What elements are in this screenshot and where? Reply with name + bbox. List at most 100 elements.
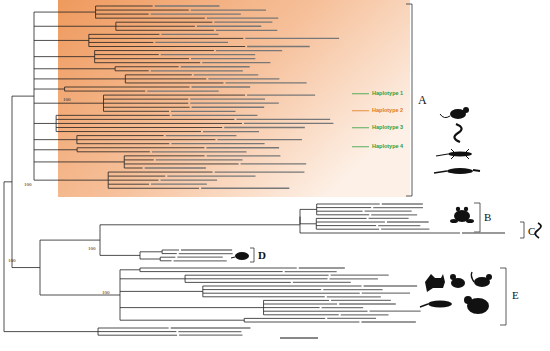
branch [369, 218, 409, 219]
branch [95, 54, 159, 55]
support-value: 100 [88, 246, 96, 251]
haplotype-label: Haplotype 1 [372, 91, 403, 97]
branch [197, 26, 261, 27]
branch [352, 146, 369, 147]
branch [373, 207, 423, 208]
branch [89, 42, 153, 43]
branch [327, 318, 376, 319]
branch [171, 111, 235, 112]
branch [352, 127, 369, 128]
branch [104, 107, 190, 108]
branch [108, 184, 149, 185]
host-silhouettes [231, 107, 541, 314]
branch [247, 46, 310, 47]
branch [115, 66, 179, 67]
branch [96, 6, 153, 7]
branch [299, 267, 345, 268]
branch [89, 34, 160, 35]
branch [216, 50, 282, 51]
branch [171, 143, 264, 144]
branch [56, 123, 242, 124]
branch [364, 285, 418, 286]
branch [34, 89, 65, 90]
branch [341, 314, 389, 315]
branch [317, 204, 380, 205]
branch [120, 320, 244, 321]
branch [124, 159, 154, 160]
support-value: 100 [102, 290, 110, 295]
branch [40, 295, 100, 296]
branch [191, 58, 255, 59]
branch [120, 269, 140, 270]
branch [104, 95, 246, 96]
branch [207, 155, 281, 156]
branch [365, 211, 412, 212]
branch [323, 289, 382, 290]
branch [34, 78, 125, 79]
branch [362, 293, 410, 294]
branch [201, 188, 289, 189]
branch [98, 335, 177, 336]
support-value: 100 [24, 182, 32, 187]
branch [96, 14, 149, 15]
branch [108, 172, 212, 173]
branch [147, 90, 218, 91]
branch [190, 103, 279, 104]
branch [56, 131, 201, 132]
haplotype-label: Haplotype 3 [372, 125, 403, 131]
support-value: 100 [63, 97, 71, 102]
branch [140, 271, 283, 272]
branch [166, 135, 237, 136]
branch [300, 223, 316, 224]
branch [225, 82, 306, 83]
branch [152, 151, 247, 152]
branch [381, 229, 429, 230]
branch [316, 218, 366, 219]
branch [12, 267, 40, 268]
clade-bracket [474, 203, 480, 232]
branch [264, 314, 339, 315]
branch [100, 224, 230, 225]
branch [4, 181, 12, 182]
branch [371, 214, 417, 215]
branch [98, 331, 176, 332]
branch [140, 268, 297, 269]
branch [331, 300, 391, 301]
branch [151, 13, 241, 14]
clade-letter: B [484, 212, 491, 223]
branch [300, 233, 460, 234]
branch [124, 168, 142, 169]
branch [244, 123, 333, 124]
branch [192, 107, 265, 108]
branch [194, 74, 258, 75]
clade-letter: E [512, 290, 519, 301]
branch [20, 96, 34, 97]
branch [34, 40, 89, 41]
branch [317, 211, 363, 212]
branch [316, 229, 379, 230]
clade-highlight [58, 0, 410, 197]
branch [77, 151, 150, 152]
branch [108, 180, 158, 181]
branch [56, 119, 234, 120]
branch [244, 322, 359, 323]
branch [172, 115, 258, 116]
branch [361, 321, 415, 322]
branch [214, 22, 272, 23]
branch [241, 163, 307, 164]
branch [203, 131, 259, 132]
branch [156, 159, 243, 160]
branch [462, 232, 505, 233]
branch [177, 257, 222, 258]
branch [171, 327, 251, 328]
branch [352, 110, 369, 111]
branch [378, 225, 420, 226]
branch [155, 5, 220, 6]
branch [160, 257, 175, 258]
branch [236, 119, 330, 120]
clade-bracket [520, 222, 524, 238]
branch [191, 9, 266, 10]
branch [207, 17, 278, 18]
branch [34, 161, 124, 162]
branch [285, 271, 337, 272]
